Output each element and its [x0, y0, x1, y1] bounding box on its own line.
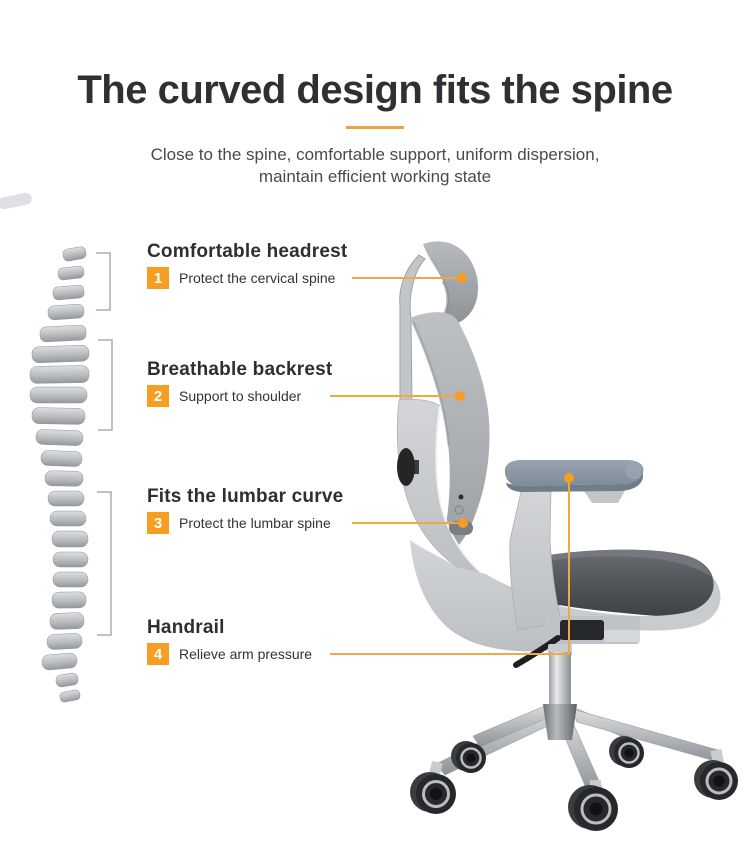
- subtitle-line-1: Close to the spine, comfortable support,…: [150, 145, 600, 164]
- tilt-lever: [513, 635, 561, 668]
- callout-line-4: [330, 483, 570, 655]
- spine-illustration: [0, 192, 113, 703]
- page-title: The curved design fits the spine: [77, 68, 673, 112]
- caster-wheel: [609, 736, 644, 768]
- mechanism-slot: [560, 620, 604, 640]
- headrest-support: [399, 254, 426, 405]
- caster-wheel: [410, 772, 456, 814]
- feature-description: Protect the cervical spine: [179, 270, 336, 286]
- spine-bracket-lumbar: [97, 491, 112, 636]
- armrest: [504, 460, 644, 503]
- spine-bracket-thoracic: [98, 339, 113, 431]
- feature-comfortable-headrest: Comfortable headrest 1 Protect the cervi…: [147, 240, 347, 289]
- armrest-pad-edge: [506, 472, 643, 492]
- headrest: [423, 241, 479, 325]
- feature-number-badge: 2: [147, 385, 169, 407]
- vertebrae: [29, 246, 90, 703]
- feature-number-badge: 3: [147, 512, 169, 534]
- mechanism-bracket: [604, 630, 640, 642]
- lumbar-knob: [397, 448, 415, 486]
- feature-number-badge: 4: [147, 643, 169, 665]
- seat-cushion: [515, 549, 715, 618]
- subtitle-line-2: maintain efficient working state: [258, 167, 492, 186]
- armrest-pad: [504, 460, 644, 486]
- feature-heading: Handrail: [147, 617, 225, 638]
- feature-heading: Comfortable headrest: [147, 241, 348, 262]
- feature-heading: Breathable backrest: [147, 359, 333, 380]
- feature-lumbar-curve: Fits the lumbar curve 3 Protect the lumb…: [147, 485, 343, 534]
- callout-dot-4: [564, 473, 574, 483]
- back-frame-highlight: [435, 405, 487, 578]
- callout-dot-2: [455, 391, 465, 401]
- feature-description: Support to shoulder: [179, 388, 302, 404]
- caster-wheels: [410, 736, 738, 831]
- frame-button-ring: [454, 505, 464, 515]
- spine-bracket-cervical: [96, 252, 111, 311]
- feature-breathable-backrest: Breathable backrest 2 Support to shoulde…: [147, 358, 332, 407]
- armrest-pad-end: [626, 463, 641, 479]
- feature-handrail: Handrail 4 Relieve arm pressure: [147, 616, 312, 665]
- spine-top-fragment: [0, 192, 32, 210]
- gas-lift: [549, 652, 571, 708]
- feature-description: Protect the lumbar spine: [179, 515, 331, 531]
- title-divider: [346, 126, 404, 129]
- caster-wheel: [694, 760, 738, 800]
- callout-dot-3: [458, 518, 468, 528]
- base-hub: [543, 704, 577, 740]
- armrest-bracket: [584, 489, 626, 503]
- frame-button-dot: [458, 494, 464, 500]
- caster-wheel: [568, 785, 618, 831]
- caster-wheel: [451, 741, 486, 773]
- subtitle: Close to the spine, comfortable support,…: [0, 144, 750, 188]
- feature-description: Relieve arm pressure: [179, 646, 313, 662]
- callout-dot-1: [457, 273, 467, 283]
- backrest-edge-shadow: [411, 321, 451, 447]
- feature-heading: Fits the lumbar curve: [147, 486, 344, 507]
- seat-cushion-top: [516, 549, 712, 577]
- chair-illustration: [396, 241, 738, 831]
- callout-lines: [330, 273, 574, 655]
- backrest: [410, 312, 490, 553]
- feature-number-badge: 1: [147, 267, 169, 289]
